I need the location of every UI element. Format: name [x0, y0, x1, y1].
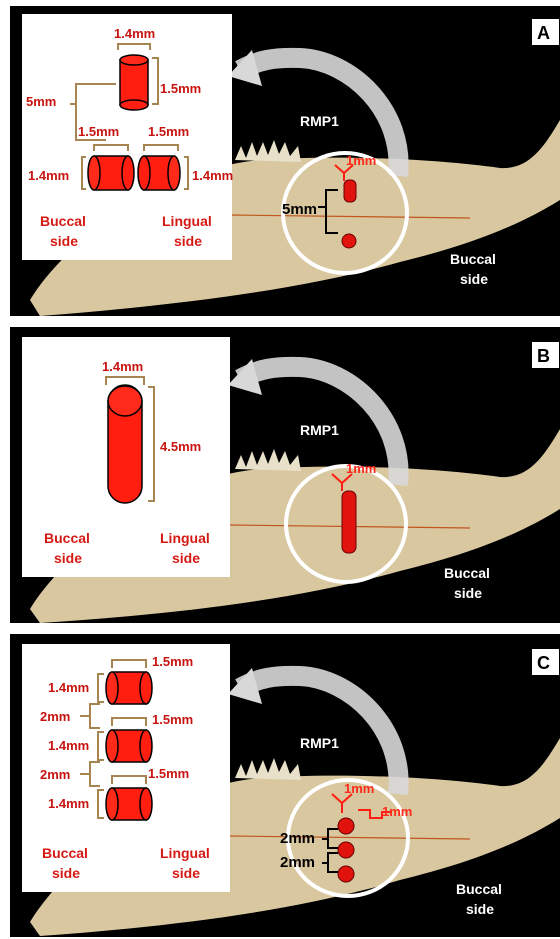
buccal-side-label-line1: Buccal: [450, 251, 496, 267]
buccal-side-inset-line2: side: [50, 233, 78, 249]
inset-implant-3: [106, 788, 152, 820]
bone-implant-bottom: [342, 234, 356, 248]
buccal-side-inset-line1: Buccal: [44, 530, 90, 546]
inset-implant-buccal: [88, 156, 134, 190]
bone-depth-label: 1mm: [346, 461, 376, 476]
bone-gap-label-1: 2mm: [280, 830, 315, 847]
rmp-label: RMP1: [300, 422, 339, 438]
bone-implant-1: [338, 818, 354, 834]
inset-implant-2: [106, 730, 152, 762]
buccal-side-inset-line2: side: [54, 550, 82, 566]
panel-b: 1mm RMP1 Buccal side B 1.4mm 4.5mm Bucca…: [0, 319, 560, 626]
lingual-side-inset-line2: side: [172, 550, 200, 566]
inset-implant-lingual: [138, 156, 180, 190]
buccal-side-label-line2: side: [466, 901, 494, 917]
inset-implant-1: [106, 672, 152, 704]
buccal-side-label-line1: Buccal: [456, 881, 502, 897]
buccal-side-inset-line2: side: [52, 865, 80, 881]
bone-implant-2: [338, 842, 354, 858]
lingual-side-inset-line2: side: [172, 865, 200, 881]
inset-implant-long: [108, 385, 142, 503]
gap-label-1: 2mm: [40, 709, 70, 724]
height-label-3: 1.5mm: [148, 766, 189, 781]
top-diameter-label: 1.4mm: [114, 26, 155, 41]
right-height-label: 1.5mm: [148, 124, 189, 139]
buccal-side-label-line1: Buccal: [444, 565, 490, 581]
left-height-label: 1.5mm: [78, 124, 119, 139]
bone-implant-top: [344, 180, 356, 202]
diameter-label-2: 1.4mm: [48, 738, 89, 753]
panel-letter: C: [537, 653, 550, 673]
buccal-side-label-line2: side: [460, 271, 488, 287]
height-label: 4.5mm: [160, 439, 201, 454]
lingual-side-inset-line2: side: [174, 233, 202, 249]
rmp-label: RMP1: [300, 113, 339, 129]
height-label-1: 1.5mm: [152, 654, 193, 669]
inset-implant-top: [120, 55, 148, 110]
diameter-label-1: 1.4mm: [48, 680, 89, 695]
panel-a-graphic: 1mm 5mm RMP1 Buccal side A 1.4mm 1.5mm 5…: [0, 0, 560, 320]
spacing-label: 5mm: [26, 94, 56, 109]
panel-letter: A: [537, 23, 550, 43]
right-diameter-label: 1.4mm: [192, 168, 233, 183]
bone-implant: [342, 491, 356, 553]
buccal-side-label-line2: side: [454, 585, 482, 601]
top-height-label: 1.5mm: [160, 81, 201, 96]
buccal-side-inset-line1: Buccal: [40, 213, 86, 229]
panel-c: 1mm 1mm 2mm 2mm RMP1 Buccal side C 1.5mm…: [0, 626, 560, 939]
bone-implant-3: [338, 866, 354, 882]
height-label-2: 1.5mm: [152, 712, 193, 727]
lingual-side-inset-line1: Lingual: [162, 213, 212, 229]
lingual-side-inset-line1: Lingual: [160, 530, 210, 546]
panel-a: 1mm 5mm RMP1 Buccal side A 1.4mm 1.5mm 5…: [0, 0, 560, 320]
panel-b-graphic: 1mm RMP1 Buccal side B 1.4mm 4.5mm Bucca…: [0, 319, 560, 626]
diameter-label-3: 1.4mm: [48, 796, 89, 811]
bone-depth-label-1: 1mm: [344, 781, 374, 796]
diameter-label: 1.4mm: [102, 359, 143, 374]
panel-c-graphic: 1mm 1mm 2mm 2mm RMP1 Buccal side C 1.5mm…: [0, 626, 560, 939]
bone-gap-label-2: 2mm: [280, 854, 315, 871]
bone-depth-label: 1mm: [346, 153, 376, 168]
buccal-side-inset-line1: Buccal: [42, 845, 88, 861]
rmp-label: RMP1: [300, 735, 339, 751]
bone-spacing-label: 5mm: [282, 201, 317, 218]
panel-letter: B: [537, 346, 550, 366]
gap-label-2: 2mm: [40, 767, 70, 782]
left-diameter-label: 1.4mm: [28, 168, 69, 183]
lingual-side-inset-line1: Lingual: [160, 845, 210, 861]
bone-depth-label-2: 1mm: [382, 804, 412, 819]
